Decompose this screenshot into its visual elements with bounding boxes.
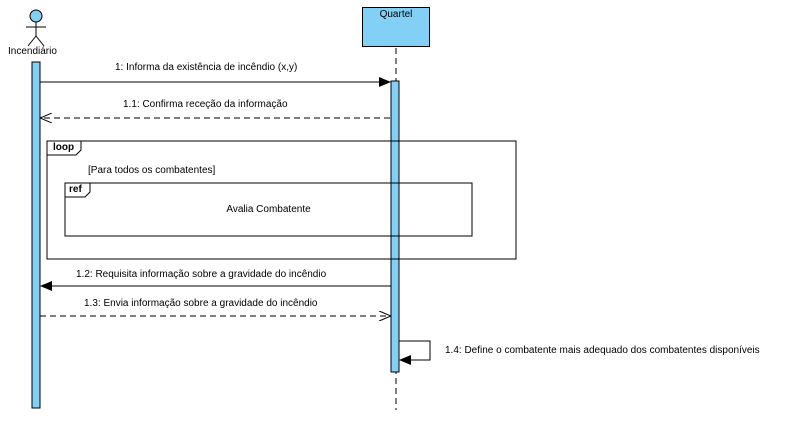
loop-frame[interactable] [46,140,517,260]
message-1-label: 1: Informa da existência de incêndio (x,… [115,62,298,73]
quartel-participant-box[interactable]: Quartel [362,7,430,47]
actor-activation-bar[interactable] [31,61,41,409]
loop-frame-tag: loop [53,142,75,153]
quartel-label: Quartel [379,9,413,20]
message-1-4-label: 1.4: Define o combatente mais adequado d… [445,345,760,356]
ref-frame-label: Avalia Combatente [226,204,311,215]
actor-icon[interactable] [26,9,46,47]
message-1-1-label: 1.1: Confirma receção da informação [123,99,288,110]
message-1-4-arrow[interactable] [399,340,431,365]
actor-label: Incendiário [8,46,57,57]
message-1-2-label: 1.2: Requisita informação sobre a gravid… [76,269,327,280]
ref-frame[interactable] [64,182,473,237]
ref-frame-tag: ref [69,184,82,195]
message-1-3-label: 1.3: Envia informação sobre a gravidade … [84,298,318,309]
loop-guard-label: [Para todos os combatentes] [88,165,216,176]
